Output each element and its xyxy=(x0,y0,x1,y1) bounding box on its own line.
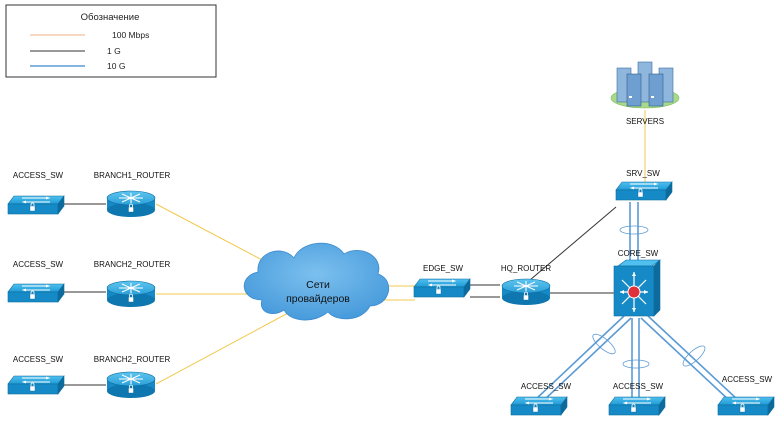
node-label: ACCESS_SW xyxy=(13,260,64,269)
router-icon xyxy=(106,371,156,399)
node-srv-sw[interactable]: SRV_SW xyxy=(615,169,673,201)
node-access-c[interactable]: ACCESS_SW xyxy=(717,375,775,416)
link-core-accC-1 xyxy=(647,315,739,401)
cloud-label-line1: Сети xyxy=(306,279,330,291)
legend-title: Обозначение xyxy=(81,12,140,23)
node-label: CORE_SW xyxy=(618,249,659,258)
switch-icon xyxy=(413,278,471,298)
node-access1[interactable]: ACCESS_SW xyxy=(7,171,65,215)
node-access3[interactable]: ACCESS_SW xyxy=(7,355,65,395)
node-label: SERVERS xyxy=(626,117,664,126)
node-branch2-router[interactable]: BRANCH2_ROUTER xyxy=(94,260,171,308)
node-servers[interactable]: SERVERS xyxy=(610,61,680,126)
switch-icon xyxy=(510,396,568,416)
router-icon xyxy=(501,278,551,306)
core-switch-icon xyxy=(613,259,661,317)
lag-ring-core-accB xyxy=(622,359,650,369)
node-core-sw[interactable]: CORE_SW xyxy=(613,249,661,317)
node-label: ACCESS_SW xyxy=(521,382,572,391)
legend-label-100mbps: 100 Mbps xyxy=(112,30,149,40)
node-label: BRANCH1_ROUTER xyxy=(94,171,171,180)
node-label: HQ_ROUTER xyxy=(501,264,551,273)
link-core-accC-2 xyxy=(640,317,732,403)
link-branch3-cloud xyxy=(155,311,291,385)
node-label: BRANCH2_ROUTER xyxy=(94,355,171,364)
node-access-b[interactable]: ACCESS_SW xyxy=(608,382,666,416)
link-hq-srv xyxy=(529,206,617,281)
lag-ring-core-accA xyxy=(592,333,616,355)
router-icon xyxy=(106,280,156,308)
node-branch3-router[interactable]: BRANCH2_ROUTER xyxy=(94,355,171,399)
node-label: SRV_SW xyxy=(626,169,660,178)
switch-icon xyxy=(717,396,775,416)
cloud-icon xyxy=(243,242,390,321)
switch-icon xyxy=(7,195,65,215)
node-label: ACCESS_SW xyxy=(13,171,64,180)
legend: Обозначение 100 Mbps 1 G 10 G xyxy=(5,4,217,78)
provider-cloud[interactable]: Сети провайдеров xyxy=(243,242,390,321)
node-access-a[interactable]: ACCESS_SW xyxy=(510,382,572,416)
lag-ring-srv-core xyxy=(619,225,649,235)
node-hq-router[interactable]: HQ_ROUTER xyxy=(501,264,551,306)
node-branch1-router[interactable]: BRANCH1_ROUTER xyxy=(94,171,171,218)
node-label: ACCESS_SW xyxy=(613,382,664,391)
node-label: BRANCH2_ROUTER xyxy=(94,260,171,269)
switch-icon xyxy=(615,181,673,201)
server-cluster-icon xyxy=(610,61,680,109)
node-label: ACCESS_SW xyxy=(13,355,64,364)
node-access2[interactable]: ACCESS_SW xyxy=(7,260,65,303)
node-label: EDGE_SW xyxy=(423,264,463,273)
node-edge-sw[interactable]: EDGE_SW xyxy=(413,264,471,298)
cloud-label-line2: провайдеров xyxy=(286,293,350,305)
router-icon xyxy=(106,190,156,218)
switch-icon xyxy=(608,396,666,416)
switch-icon xyxy=(7,375,65,395)
legend-label-1g: 1 G xyxy=(107,46,121,56)
node-label: ACCESS_SW xyxy=(722,375,773,384)
switch-icon xyxy=(7,283,65,303)
link-core-accA-1 xyxy=(534,315,625,401)
link-core-accA-2 xyxy=(541,317,632,403)
legend-label-10g: 10 G xyxy=(107,61,125,71)
lag-ring-core-accC xyxy=(682,345,706,367)
